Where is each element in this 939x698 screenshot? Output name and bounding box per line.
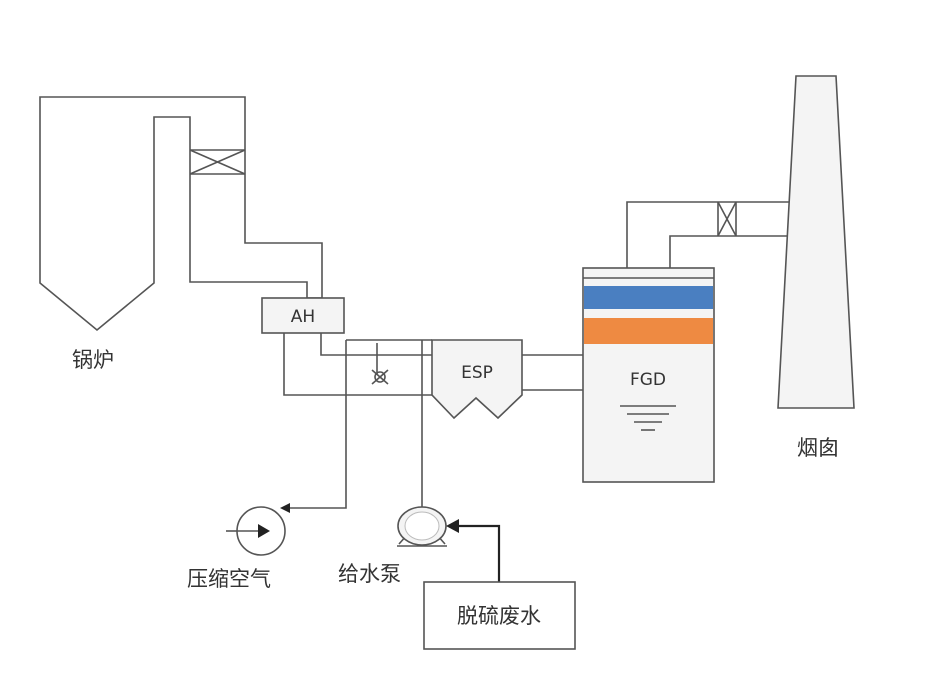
fgd-absorber: FGD bbox=[582, 267, 715, 483]
feed-pump-label: 给水泵 bbox=[338, 562, 401, 586]
boiler-label: 锅炉 bbox=[72, 348, 114, 372]
liquid-level-icon bbox=[620, 405, 676, 431]
compressed-air-source bbox=[226, 395, 347, 556]
air-heater: AH bbox=[261, 297, 345, 334]
air-heater-label: AH bbox=[291, 307, 315, 327]
esp-label: ESP bbox=[461, 363, 493, 383]
spray-nozzle-icon bbox=[371, 343, 389, 385]
compressed-air-label: 压缩空气 bbox=[187, 567, 271, 591]
duct-fgd-to-chimney bbox=[626, 201, 792, 268]
fgd-blue-layer bbox=[584, 286, 713, 309]
fgd-orange-layer bbox=[584, 318, 713, 344]
boiler-outlet-damper bbox=[189, 149, 246, 175]
duct-ah-to-esp bbox=[283, 333, 432, 396]
chimney-label: 烟囱 bbox=[797, 436, 839, 460]
desulfurization-wastewater-box bbox=[423, 581, 576, 650]
desulfurization-wastewater-label: 脱硫废水 bbox=[457, 604, 541, 628]
boiler bbox=[39, 96, 323, 332]
duct-esp-to-fgd bbox=[522, 354, 583, 391]
fgd-label: FGD bbox=[630, 370, 666, 390]
feed-pump bbox=[397, 340, 447, 547]
esp: ESP bbox=[431, 339, 523, 420]
chimney bbox=[777, 75, 855, 409]
chimney-inlet-damper bbox=[717, 201, 737, 237]
wastewater-feed-line bbox=[446, 519, 501, 582]
